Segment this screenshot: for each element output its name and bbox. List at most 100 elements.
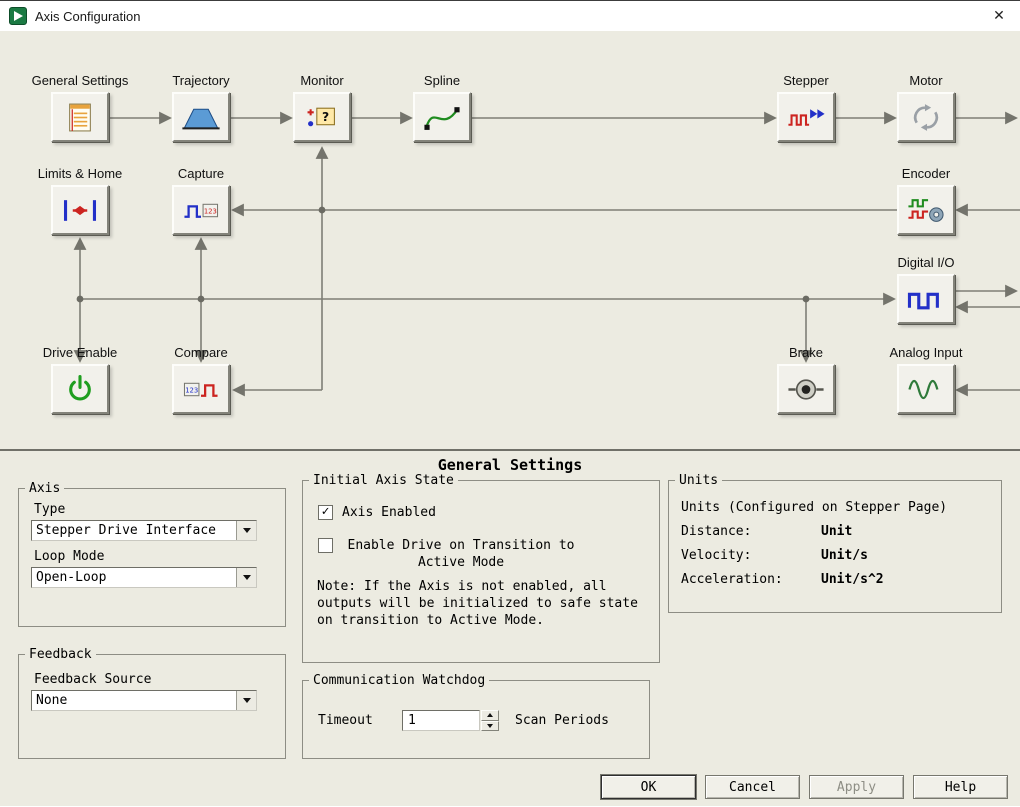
timeout-spin-buttons bbox=[481, 710, 499, 731]
stepper-button[interactable] bbox=[777, 92, 835, 142]
stepper-icon bbox=[787, 102, 825, 133]
trajectory-icon bbox=[182, 102, 220, 133]
dialog-buttons: OK Cancel Apply Help bbox=[601, 775, 1008, 799]
distance-value: Unit bbox=[821, 524, 852, 539]
digital-io-button[interactable] bbox=[897, 274, 955, 324]
acceleration-value: Unit/s^2 bbox=[821, 572, 884, 587]
axis-enabled-checkbox[interactable] bbox=[318, 505, 333, 520]
feedback-group-label: Feedback bbox=[25, 647, 96, 662]
feedback-source-value: None bbox=[32, 691, 236, 710]
compare-button[interactable]: 123 bbox=[172, 364, 230, 414]
axis-type-label: Type bbox=[34, 502, 285, 517]
timeout-row: Timeout 1 Scan Periods bbox=[318, 710, 649, 731]
loop-mode-value: Open-Loop bbox=[32, 568, 236, 587]
node-motor: Motor bbox=[871, 73, 981, 142]
drive-enable-button[interactable] bbox=[51, 364, 109, 414]
timeout-stepper[interactable]: 1 bbox=[402, 710, 499, 731]
timeout-input[interactable]: 1 bbox=[402, 710, 480, 731]
node-brake: Brake bbox=[751, 345, 861, 414]
general-settings-icon bbox=[61, 102, 99, 133]
spin-down-icon[interactable] bbox=[481, 721, 499, 732]
loop-mode-select[interactable]: Open-Loop bbox=[31, 567, 257, 588]
chevron-down-icon[interactable] bbox=[236, 691, 256, 710]
brake-icon bbox=[787, 374, 825, 405]
trajectory-button[interactable] bbox=[172, 92, 230, 142]
limits-home-icon bbox=[61, 195, 99, 226]
velocity-label: Velocity: bbox=[681, 548, 821, 563]
limits-home-button[interactable] bbox=[51, 185, 109, 235]
axis-enabled-label: Axis Enabled bbox=[342, 504, 436, 521]
units-group: Units Units (Configured on Stepper Page)… bbox=[668, 473, 1002, 613]
axis-type-value: Stepper Drive Interface bbox=[32, 521, 236, 540]
node-label: Compare bbox=[146, 345, 256, 360]
svg-text:?: ? bbox=[322, 109, 329, 124]
app-icon bbox=[9, 7, 27, 25]
spline-button[interactable] bbox=[413, 92, 471, 142]
enable-drive-label: Enable Drive on Transition to Active Mod… bbox=[342, 537, 580, 571]
initial-axis-state-group: Initial Axis State Axis Enabled Enable D… bbox=[302, 473, 660, 663]
node-label: Monitor bbox=[267, 73, 377, 88]
watchdog-group-label: Communication Watchdog bbox=[309, 673, 489, 688]
initial-axis-state-label: Initial Axis State bbox=[309, 473, 458, 488]
units-row-acceleration: Acceleration: Unit/s^2 bbox=[681, 572, 1001, 587]
node-label: Digital I/O bbox=[871, 255, 981, 270]
compare-icon: 123 bbox=[182, 374, 220, 405]
node-label: Capture bbox=[146, 166, 256, 181]
monitor-button[interactable]: ? bbox=[293, 92, 351, 142]
close-button[interactable]: ✕ bbox=[982, 1, 1016, 30]
analog-input-icon bbox=[907, 374, 945, 405]
spline-icon bbox=[423, 102, 461, 133]
chevron-down-icon[interactable] bbox=[236, 568, 256, 587]
node-label: Analog Input bbox=[871, 345, 981, 360]
acceleration-label: Acceleration: bbox=[681, 572, 821, 587]
scan-periods-label: Scan Periods bbox=[515, 713, 609, 728]
units-row-velocity: Velocity: Unit/s bbox=[681, 548, 1001, 563]
timeout-label: Timeout bbox=[318, 713, 384, 728]
node-limits-home: Limits & Home bbox=[25, 166, 135, 235]
chevron-down-icon[interactable] bbox=[236, 521, 256, 540]
node-general-settings: General Settings bbox=[25, 73, 135, 142]
enable-drive-checkbox[interactable] bbox=[318, 538, 333, 553]
general-settings-button[interactable] bbox=[51, 92, 109, 142]
units-row-distance: Distance: Unit bbox=[681, 524, 1001, 539]
distance-label: Distance: bbox=[681, 524, 821, 539]
feedback-source-label: Feedback Source bbox=[34, 672, 285, 687]
brake-button[interactable] bbox=[777, 364, 835, 414]
communication-watchdog-group: Communication Watchdog Timeout 1 Scan Pe… bbox=[302, 673, 650, 759]
node-label: Trajectory bbox=[146, 73, 256, 88]
feedback-source-select[interactable]: None bbox=[31, 690, 257, 711]
axis-enabled-row: Axis Enabled bbox=[318, 504, 659, 521]
svg-text:123: 123 bbox=[185, 385, 198, 394]
apply-button[interactable]: Apply bbox=[809, 775, 904, 799]
motor-button[interactable] bbox=[897, 92, 955, 142]
axis-group-label: Axis bbox=[25, 481, 64, 496]
node-label: Brake bbox=[751, 345, 861, 360]
node-stepper: Stepper bbox=[751, 73, 861, 142]
velocity-value: Unit/s bbox=[821, 548, 868, 563]
feedback-group: Feedback Feedback Source None bbox=[18, 647, 286, 759]
axis-state-note: Note: If the Axis is not enabled, all ou… bbox=[317, 578, 651, 629]
node-label: Stepper bbox=[751, 73, 861, 88]
node-encoder: Encoder bbox=[871, 166, 981, 235]
node-label: Drive Enable bbox=[25, 345, 135, 360]
encoder-icon bbox=[907, 195, 945, 226]
help-button[interactable]: Help bbox=[913, 775, 1008, 799]
capture-button[interactable]: 123 bbox=[172, 185, 230, 235]
digital-io-icon bbox=[907, 284, 945, 315]
node-label: Motor bbox=[871, 73, 981, 88]
svg-text:123: 123 bbox=[204, 206, 217, 215]
node-digital-io: Digital I/O bbox=[871, 255, 981, 324]
encoder-button[interactable] bbox=[897, 185, 955, 235]
ok-button[interactable]: OK bbox=[601, 775, 696, 799]
spin-up-icon[interactable] bbox=[481, 710, 499, 721]
analog-input-button[interactable] bbox=[897, 364, 955, 414]
node-capture: Capture 123 bbox=[146, 166, 256, 235]
capture-icon: 123 bbox=[182, 195, 220, 226]
enable-drive-row: Enable Drive on Transition to Active Mod… bbox=[318, 537, 659, 571]
node-trajectory: Trajectory bbox=[146, 73, 256, 142]
axis-type-select[interactable]: Stepper Drive Interface bbox=[31, 520, 257, 541]
cancel-button[interactable]: Cancel bbox=[705, 775, 800, 799]
general-settings-panel: General Settings Axis Type Stepper Drive… bbox=[0, 451, 1020, 807]
node-compare: Compare 123 bbox=[146, 345, 256, 414]
units-group-label: Units bbox=[675, 473, 722, 488]
